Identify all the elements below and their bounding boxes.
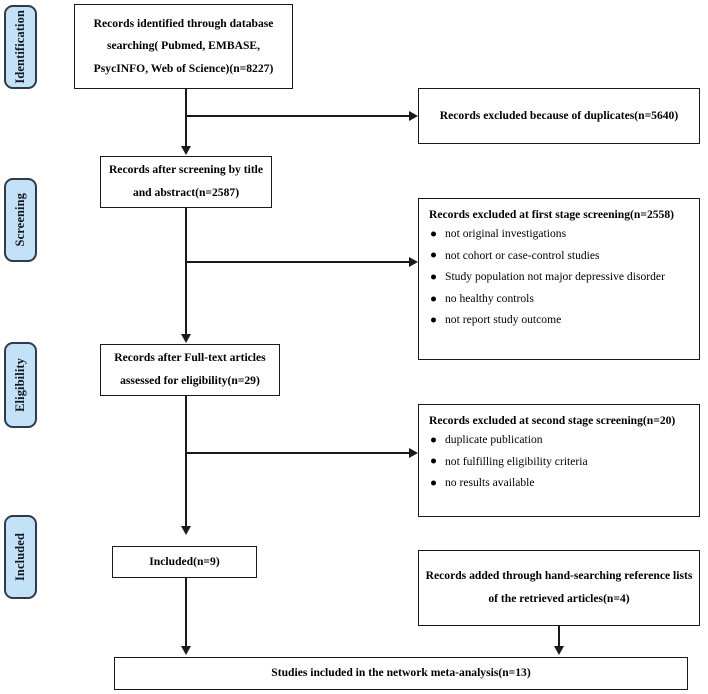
- arrowhead-included-to-final: [181, 646, 191, 655]
- bullet-icon: [431, 480, 436, 486]
- bullet-icon: [431, 317, 436, 323]
- arrowhead-to-duplicates-excluded: [409, 111, 418, 121]
- list-item-label: not original investigations: [445, 227, 567, 240]
- bullet-icon: [431, 252, 436, 258]
- box-studies-included-final-line-1: Studies included in the network meta-ana…: [271, 666, 531, 680]
- stage-label-identification-text: Identification: [13, 10, 28, 84]
- arrowhead-identified-to-screening: [181, 146, 191, 155]
- box-fulltext-assessed: Records after Full-text articles assesse…: [100, 344, 280, 396]
- box-records-after-title-abstract-line-2: and abstract(n=2587): [132, 186, 240, 199]
- stage-label-eligibility-text: Eligibility: [13, 358, 28, 412]
- box-records-after-title-abstract-line-1: Records after screening by title: [108, 163, 264, 177]
- box-records-identified-line-1: Records identified through database: [93, 16, 274, 30]
- box-records-identified-line-2: searching( Pubmed, EMBASE,: [106, 39, 261, 53]
- arrowhead-hand-searching-to-final: [554, 646, 564, 655]
- list-item: no healthy controls: [429, 288, 699, 310]
- bullet-icon: [431, 437, 436, 443]
- list-item-label: not report study outcome: [445, 313, 562, 327]
- list-item-label: duplicate publication: [445, 433, 543, 446]
- connector-to-second-stage-excluded: [185, 452, 411, 454]
- box-included-line-1: Included(n=9): [149, 554, 220, 568]
- box-records-identified: Records identified through database sear…: [74, 4, 293, 89]
- box-fulltext-assessed-line-1: Records after Full-text articles: [114, 351, 266, 365]
- arrowhead-to-first-stage-excluded: [409, 257, 418, 267]
- arrowhead-eligibility-to-included: [181, 526, 191, 535]
- box-hand-searching-added-line-1: Records added through hand-searching ref…: [425, 569, 693, 583]
- list-item-label: not fulfilling eligibility criteria: [445, 454, 588, 468]
- list-item: not report study outcome: [429, 309, 699, 331]
- connector-to-first-stage-excluded: [185, 261, 411, 263]
- box-first-stage-excluded-heading: Records excluded at first stage screenin…: [429, 208, 674, 221]
- connector-identified-to-screening: [185, 89, 187, 147]
- list-item-label: Study population not major depressive di…: [445, 270, 665, 284]
- connector-eligibility-to-included: [185, 396, 187, 527]
- list-item-label: no results available: [445, 476, 535, 490]
- box-records-after-title-abstract: Records after screening by title and abs…: [100, 156, 272, 208]
- stage-label-eligibility: Eligibility: [4, 342, 37, 428]
- list-item: no results available: [429, 472, 699, 494]
- connector-hand-searching-to-final: [558, 626, 560, 647]
- list-item: not original investigations: [429, 223, 699, 245]
- stage-label-identification: Identification: [4, 5, 37, 89]
- connector-to-duplicates-excluded: [185, 115, 411, 117]
- box-duplicates-excluded: Records excluded because of duplicates(n…: [418, 88, 700, 144]
- list-item-label: not cohort or case-control studies: [445, 248, 600, 262]
- bullet-icon: [431, 274, 436, 280]
- box-hand-searching-added-line-2: of the retrieved articles(n=4): [488, 592, 630, 605]
- stage-label-included: Included: [4, 515, 37, 599]
- box-second-stage-excluded: Records excluded at second stage screeni…: [418, 404, 700, 517]
- box-records-identified-line-3: PsycINFO, Web of Science)(n=8227): [93, 61, 274, 75]
- stage-label-screening: Screening: [4, 178, 37, 262]
- list-item: Study population not major depressive di…: [429, 266, 699, 288]
- stage-label-included-text: Included: [13, 532, 28, 582]
- arrowhead-screening-to-eligibility: [181, 334, 191, 343]
- connector-screening-to-eligibility: [185, 208, 187, 335]
- list-item: not fulfilling eligibility criteria: [429, 451, 699, 473]
- arrowhead-to-second-stage-excluded: [409, 448, 418, 458]
- box-first-stage-excluded: Records excluded at first stage screenin…: [418, 198, 700, 360]
- box-fulltext-assessed-line-2: assessed for eligibility(n=29): [120, 374, 260, 387]
- bullet-icon: [431, 458, 436, 464]
- box-first-stage-excluded-list: not original investigations not cohort o…: [429, 223, 699, 331]
- box-second-stage-excluded-list: duplicate publication not fulfilling eli…: [429, 429, 699, 494]
- bullet-icon: [431, 296, 436, 302]
- box-duplicates-excluded-line-1: Records excluded because of duplicates(n…: [439, 108, 679, 122]
- list-item: duplicate publication: [429, 429, 699, 451]
- connector-included-to-final: [185, 578, 187, 647]
- bullet-icon: [431, 231, 436, 237]
- list-item-label: no healthy controls: [445, 291, 534, 305]
- box-second-stage-excluded-heading: Records excluded at second stage screeni…: [429, 414, 676, 427]
- box-studies-included-final: Studies included in the network meta-ana…: [114, 657, 688, 690]
- box-hand-searching-added: Records added through hand-searching ref…: [418, 550, 700, 626]
- list-item: not cohort or case-control studies: [429, 245, 699, 267]
- box-included: Included(n=9): [112, 546, 257, 578]
- stage-label-screening-text: Screening: [13, 193, 28, 247]
